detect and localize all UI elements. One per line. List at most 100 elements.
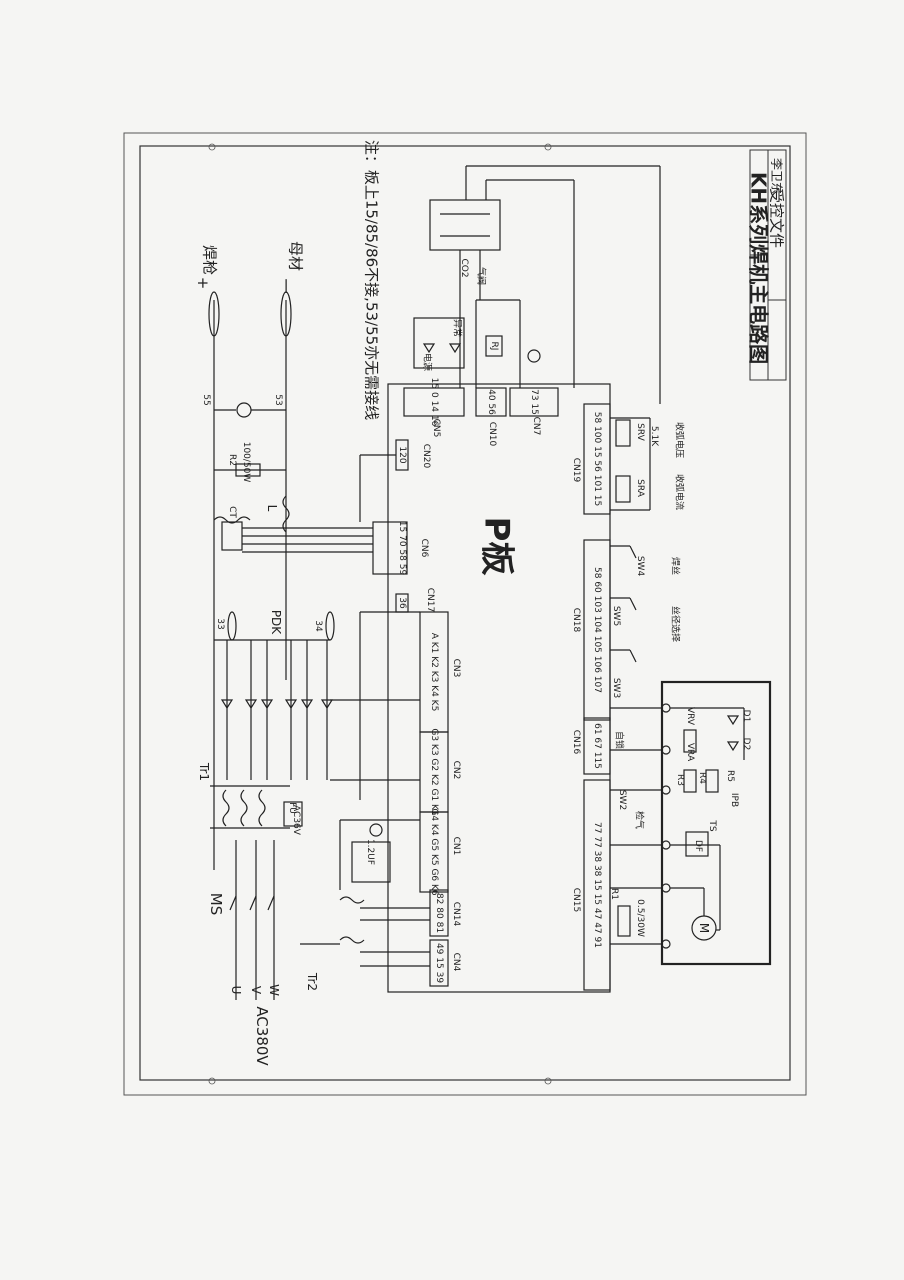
- crater-voltage-label: 收弧电压: [673, 421, 684, 459]
- transformer-tr1: [210, 785, 290, 829]
- sub-board-circuit: [610, 703, 745, 949]
- wire-34: 34: [313, 620, 323, 632]
- cn3-pins: A K1 K2 K3 K4 K5: [429, 632, 439, 712]
- minus-sign: 一: [276, 278, 295, 294]
- cn2-pins: G3 K3 G2 K2 G1 K1: [429, 728, 439, 816]
- cn20-pins: 120: [397, 446, 407, 464]
- r1-label: R1: [609, 888, 619, 900]
- srv-value: 5.1K: [649, 425, 659, 447]
- cn14-name: CN14: [451, 901, 461, 927]
- cn7-name: CN7: [531, 416, 541, 436]
- motor-label: M: [697, 922, 711, 934]
- r1-value: 0.5/30W: [635, 899, 645, 937]
- outer-border: [123, 132, 807, 1096]
- transformer-tr2: [300, 896, 365, 945]
- sub-board: [660, 680, 772, 966]
- wire-55: 55: [201, 394, 211, 406]
- co2-label: CO2: [459, 258, 469, 278]
- cn6-pins: 15 70 58 59: [397, 520, 407, 576]
- inner-border: [139, 145, 791, 1081]
- cn2-name: CN2: [451, 760, 461, 780]
- r5-label: R5: [725, 770, 735, 782]
- cn16-pins: 61 67 115: [592, 723, 602, 769]
- self-lock-label: 自锁: [613, 730, 624, 750]
- cn1-block: [419, 811, 449, 893]
- wire-label: 焊丝: [669, 556, 680, 576]
- cn4-pins: 49 15 39: [434, 942, 444, 984]
- r2-value: 100/50W: [241, 441, 251, 483]
- ac36-label: AC36V: [291, 805, 301, 835]
- cn6-name: CN6: [419, 538, 429, 558]
- r4-label: R4: [697, 772, 707, 784]
- cn17-name: CN17: [425, 587, 435, 613]
- torch-label: 焊枪: [200, 244, 219, 276]
- gas-check-label: 检气: [633, 810, 644, 830]
- cn19-pins: 58 100 15 56 101 15: [592, 411, 602, 507]
- note-text: 注：板上15/85/86不接,53/55亦无需接线: [362, 139, 381, 421]
- thyristor-bank: [220, 640, 334, 780]
- cn14-pins: 82 80 81: [434, 892, 444, 934]
- sw3-label: SW3: [611, 677, 621, 699]
- phase-v: V: [249, 985, 263, 995]
- power-led-label: 电源: [421, 352, 432, 372]
- workpiece-label: 母材: [286, 240, 305, 272]
- ts-label: TS: [707, 820, 717, 832]
- vrv-label: VRV: [685, 706, 695, 726]
- r2-label: R2: [227, 454, 237, 466]
- wire-53: 53: [273, 394, 283, 406]
- d2-label: D2: [741, 737, 751, 751]
- cn10-pins: 40 56: [486, 389, 496, 415]
- sw4-label: SW4: [635, 555, 645, 577]
- cn4-name: CN4: [451, 952, 461, 972]
- plus-sign: +: [194, 276, 212, 290]
- d1-label: D1: [741, 709, 751, 723]
- phase-u: U: [229, 985, 243, 995]
- board-label: P板: [476, 516, 517, 576]
- title-block-person: 李卫东: [769, 157, 784, 195]
- cn3-name: CN3: [451, 658, 461, 678]
- cn19-name: CN19: [571, 457, 581, 483]
- sw5-label: SW5: [611, 605, 621, 627]
- sra-label: SRA: [635, 479, 645, 497]
- phase-w: W: [267, 984, 281, 996]
- cn16-block: [583, 717, 611, 775]
- fault-led-label: 异常: [451, 318, 462, 338]
- cn10-name: CN10: [487, 421, 497, 447]
- crater-current-label: 收弧电流: [673, 473, 684, 511]
- cn14-block: [429, 889, 449, 937]
- l-label: L: [265, 504, 279, 512]
- cn6-block: [372, 521, 408, 575]
- cn19-block: [583, 403, 611, 515]
- cn10-block: [475, 387, 507, 417]
- ipb-label: IPB: [729, 792, 739, 808]
- cn4-block: [429, 939, 449, 987]
- cn16-name: CN16: [571, 729, 581, 755]
- relay-label: RJ: [489, 341, 499, 351]
- cn1-pins: G4 K4 G5 K5 G6 K6: [429, 808, 439, 896]
- cn7-block: [509, 387, 559, 417]
- cn5-pins: 15 0 14 16: [429, 377, 439, 427]
- cn15-name: CN15: [571, 887, 581, 913]
- wire-dia-label: 丝径选择: [669, 605, 680, 643]
- cn15-pins: 77 77 38 38 15 15 47 47 91: [592, 822, 602, 948]
- title-block-subtitle: 受控文件: [767, 187, 786, 249]
- gas-label: 气阀: [475, 266, 486, 286]
- cn15-block: [583, 779, 611, 991]
- cn20-name: CN20: [421, 443, 431, 469]
- cn18-pins: 58 60 103 104 105 106 107: [592, 567, 602, 693]
- r3-label: R3: [675, 774, 685, 786]
- cn5-block: [403, 387, 465, 417]
- ct-label: CT: [227, 506, 237, 518]
- wire-33: 33: [215, 618, 225, 630]
- sra-pot: [615, 475, 631, 503]
- srv-pot: [615, 419, 631, 447]
- sw2-label: SW2: [617, 789, 627, 811]
- df-label: DF: [693, 839, 703, 853]
- srv-label: SRV: [635, 423, 645, 441]
- tr2-label: Tr2: [305, 972, 319, 992]
- pdk-label: PDK: [269, 609, 283, 635]
- cn18-block: [583, 539, 611, 721]
- tr1-label: Tr1: [197, 762, 211, 782]
- cap-label: 1.2UF: [365, 838, 375, 866]
